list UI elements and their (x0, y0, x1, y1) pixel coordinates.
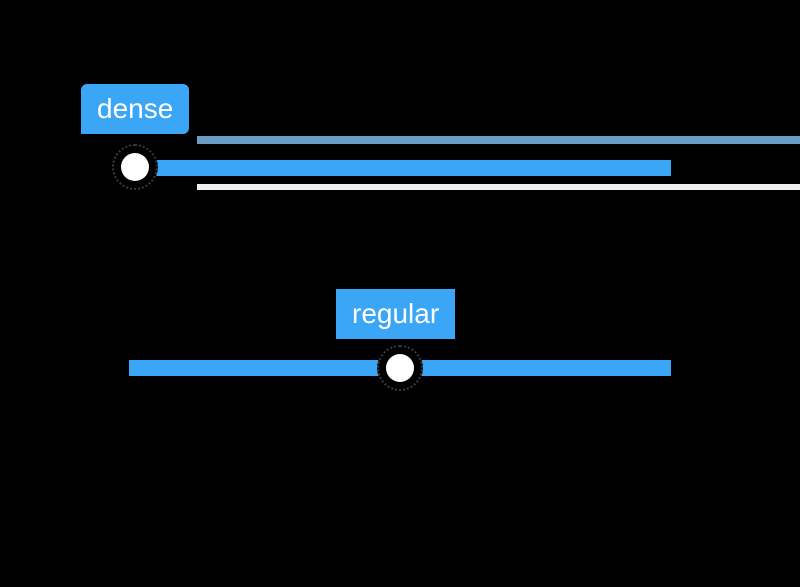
slider-track[interactable] (129, 160, 671, 176)
slider-track-fill (151, 160, 671, 176)
slider-thumb[interactable] (377, 345, 423, 391)
slider-value-tooltip: regular (336, 289, 456, 339)
slider-thumb-knob (386, 354, 414, 382)
divider-bottom (197, 184, 800, 190)
slider-thumb-knob (121, 153, 149, 181)
slider-regular[interactable]: regular (0, 285, 800, 415)
slider-value-tooltip: dense (81, 84, 190, 134)
slider-dense[interactable]: dense (0, 80, 800, 210)
slider-track-fill (129, 360, 379, 376)
divider-top (197, 136, 800, 144)
slider-thumb[interactable] (112, 144, 158, 190)
slider-track[interactable] (129, 360, 671, 376)
slider-track-rest (421, 360, 671, 376)
